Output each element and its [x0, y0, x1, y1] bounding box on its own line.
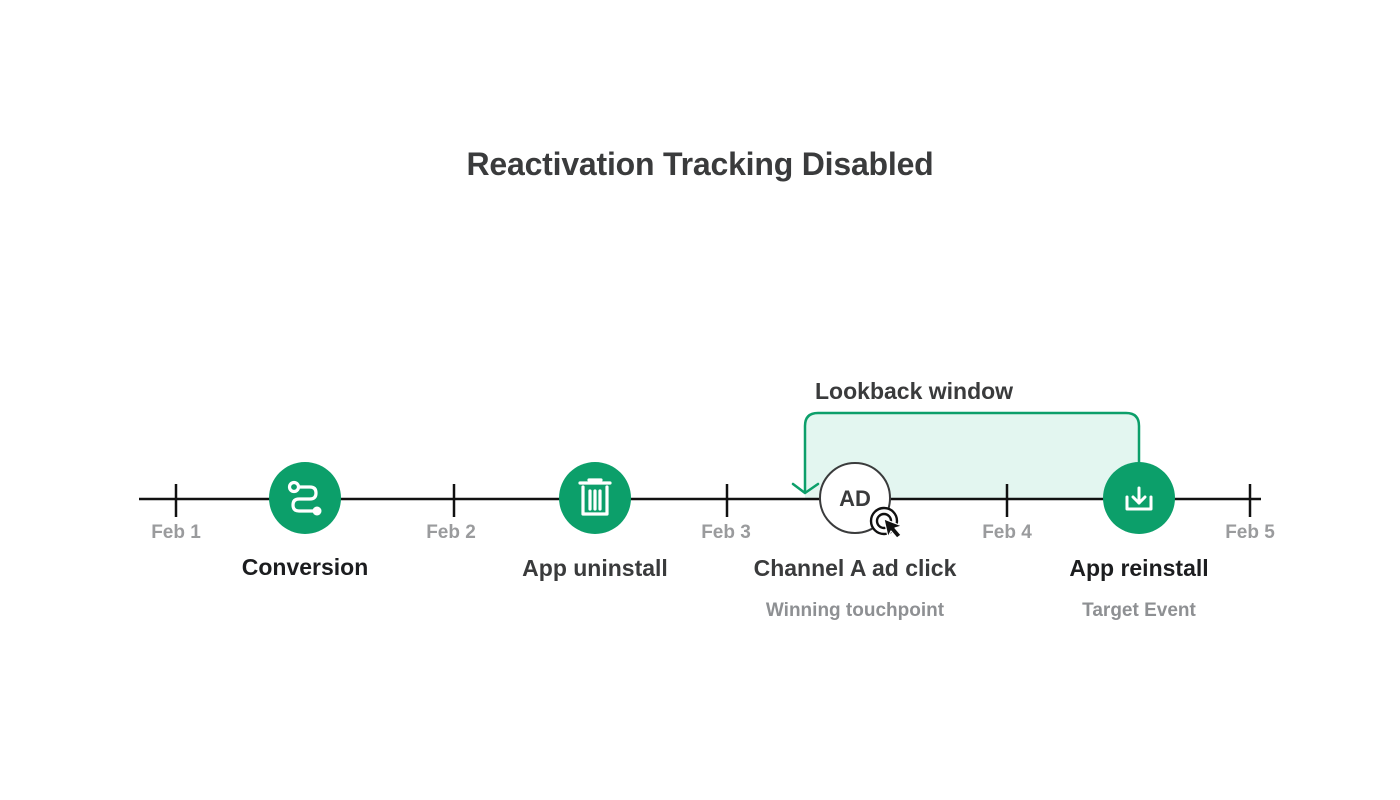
lookback-window-bracket	[803, 411, 1141, 493]
event-channel-a-ad-click: AD Channel A ad click Winning touchpoint	[754, 462, 957, 621]
date-label-feb-5: Feb 5	[1225, 522, 1275, 543]
lookback-window-label: Lookback window	[815, 378, 1014, 404]
download-icon	[1125, 486, 1153, 511]
ad-badge-text: AD	[839, 486, 871, 511]
channel-a-ad-click-label: Channel A ad click	[754, 555, 957, 581]
app-reinstall-label: App reinstall	[1069, 555, 1208, 581]
lookback-window-area	[805, 413, 1139, 499]
lookback-arrow-head-icon	[791, 482, 820, 495]
conversion-label: Conversion	[242, 554, 369, 580]
route-icon	[287, 480, 322, 516]
event-app-reinstall: App reinstall Target Event	[1069, 462, 1209, 621]
click-cursor-icon	[869, 506, 903, 539]
diagram-title: Reactivation Tracking Disabled	[466, 146, 934, 182]
trash-icon	[578, 478, 612, 516]
event-app-uninstall: App uninstall	[522, 462, 668, 581]
date-label-feb-2: Feb 2	[426, 522, 476, 543]
date-label-feb-3: Feb 3	[701, 522, 751, 543]
lookback-window	[791, 411, 1141, 499]
event-conversion: Conversion	[242, 462, 369, 580]
target-event-label: Target Event	[1082, 600, 1196, 621]
date-label-feb-1: Feb 1	[151, 522, 201, 543]
winning-touchpoint-label: Winning touchpoint	[766, 600, 945, 621]
app-uninstall-label: App uninstall	[522, 555, 668, 581]
date-label-feb-4: Feb 4	[982, 522, 1032, 543]
